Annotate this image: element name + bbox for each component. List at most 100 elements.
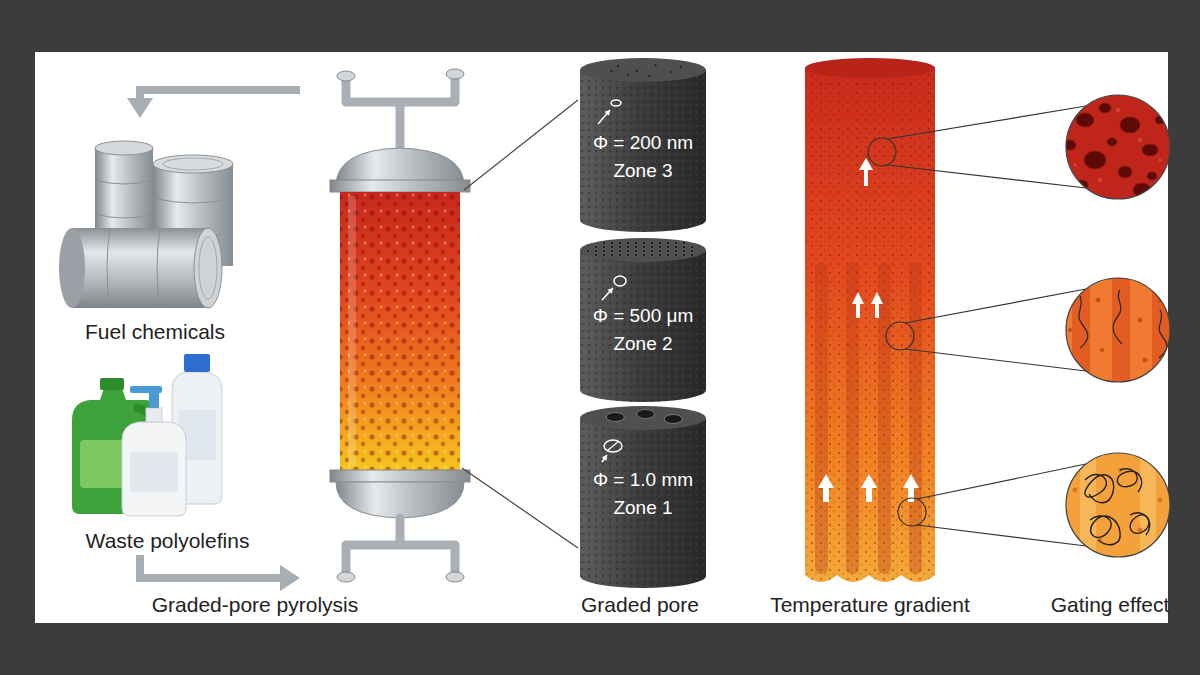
arrow-head — [280, 565, 300, 591]
zone-outline — [634, 245, 637, 248]
zoom-circle — [1112, 270, 1130, 394]
zoom-circle — [1152, 270, 1170, 394]
reactor-illustration — [330, 180, 470, 192]
zone-outline — [658, 241, 661, 244]
plastic-bottles — [149, 392, 159, 408]
zoom-circle — [1142, 144, 1158, 156]
zone-outline — [690, 253, 693, 256]
zoom-circle — [1138, 138, 1142, 142]
zone-outline — [682, 249, 685, 252]
zoom-circle — [1085, 475, 1114, 503]
heat-flow-arrow — [875, 304, 879, 318]
zoom-circle — [1116, 108, 1120, 112]
heat-flow-arrow — [818, 158, 919, 502]
zone-outline — [658, 249, 661, 252]
fuel-barrels — [163, 158, 223, 170]
fuel-barrels — [194, 228, 222, 308]
plastic-bottles — [146, 408, 162, 422]
zoom-outline — [1066, 278, 1170, 382]
fuel-barrels — [59, 228, 85, 308]
product-group: Fuel chemicals — [50, 118, 260, 346]
zone-outline — [606, 413, 624, 422]
zone-outline — [586, 249, 589, 252]
zoom-circle — [1118, 166, 1132, 178]
zone-outline — [666, 253, 669, 256]
zone-outline — [610, 253, 613, 256]
zone-outline — [626, 253, 629, 256]
flow-arrow — [127, 90, 300, 118]
zoom-circle — [1073, 488, 1078, 493]
zoom-outline — [1066, 95, 1170, 199]
heat-flow-arrow — [903, 474, 919, 488]
zone-outline — [580, 418, 706, 588]
temperature-column — [815, 262, 828, 574]
zoom-circle — [1085, 469, 1150, 545]
zone-outline — [580, 238, 706, 262]
zone-outline — [607, 288, 613, 294]
zone-outline — [580, 250, 706, 402]
fuel-barrels — [59, 141, 233, 308]
zone-outline — [618, 241, 621, 244]
panel-caption: Temperature gradient — [770, 592, 970, 618]
zone-outline — [650, 253, 653, 256]
zoom-circle — [1117, 469, 1141, 492]
zoom-circle — [1073, 468, 1163, 542]
zoom-circle — [1096, 298, 1101, 303]
leader-line — [462, 468, 578, 548]
arrow-head — [127, 98, 153, 118]
zoom-circle — [1099, 103, 1111, 113]
zoom-circle — [1074, 108, 1162, 182]
zoom-circle — [1060, 90, 1180, 210]
zone-outline — [617, 65, 619, 67]
zone-outline — [580, 250, 706, 402]
zone-outline — [650, 245, 653, 248]
zone-outline — [604, 110, 610, 116]
temperature-column — [805, 58, 935, 78]
reactor-illustration — [346, 518, 455, 572]
flow-line — [140, 555, 282, 578]
zone-outline — [674, 245, 677, 248]
zone-outline — [690, 245, 693, 248]
zone-cylinder: Φ = 200 nmZone 3 — [580, 58, 706, 232]
zone-outline — [610, 249, 613, 252]
temperature-column — [878, 262, 891, 574]
zone-outline — [648, 75, 650, 77]
zone-outline — [594, 245, 597, 248]
zone-outline — [680, 66, 682, 68]
heat-flow-arrow — [871, 292, 883, 304]
zoom-circle — [1147, 172, 1157, 180]
zone-outline — [580, 406, 706, 430]
zone-outline — [666, 249, 669, 252]
zoom-circle — [1159, 159, 1162, 162]
zone-outline — [580, 70, 706, 232]
plastic-bottles — [130, 386, 162, 393]
zone-outline — [594, 249, 597, 252]
zoom-leader — [887, 165, 1086, 188]
zoom-circle — [1084, 151, 1106, 169]
zone-outline — [626, 245, 629, 248]
group-name: Fuel chemicals — [85, 319, 225, 344]
zone-outline — [666, 241, 669, 244]
zoom-circle — [1074, 164, 1077, 167]
zone-outline — [650, 241, 653, 244]
zoom-circle — [1133, 183, 1151, 197]
fuel-barrels — [95, 141, 153, 155]
zone-outline — [658, 253, 661, 256]
fuel-barrels — [107, 228, 160, 308]
zone-outline — [658, 245, 661, 248]
zone-outline — [655, 64, 657, 66]
zoom-outline — [1066, 453, 1170, 557]
temperature-column — [909, 262, 922, 574]
zoom-circle — [1076, 113, 1094, 127]
zone-outline — [642, 241, 645, 244]
zone-outline — [642, 249, 645, 252]
zoom-circle — [1060, 270, 1180, 394]
pore-diameter: Φ = 200 nm — [580, 129, 706, 157]
zone-outline — [602, 253, 605, 256]
plastic-bottles — [184, 354, 210, 372]
zoom-circle — [1068, 298, 1162, 363]
zoom-circle — [1090, 516, 1120, 545]
zone-outline — [674, 241, 677, 244]
reactor-illustration — [330, 470, 470, 482]
